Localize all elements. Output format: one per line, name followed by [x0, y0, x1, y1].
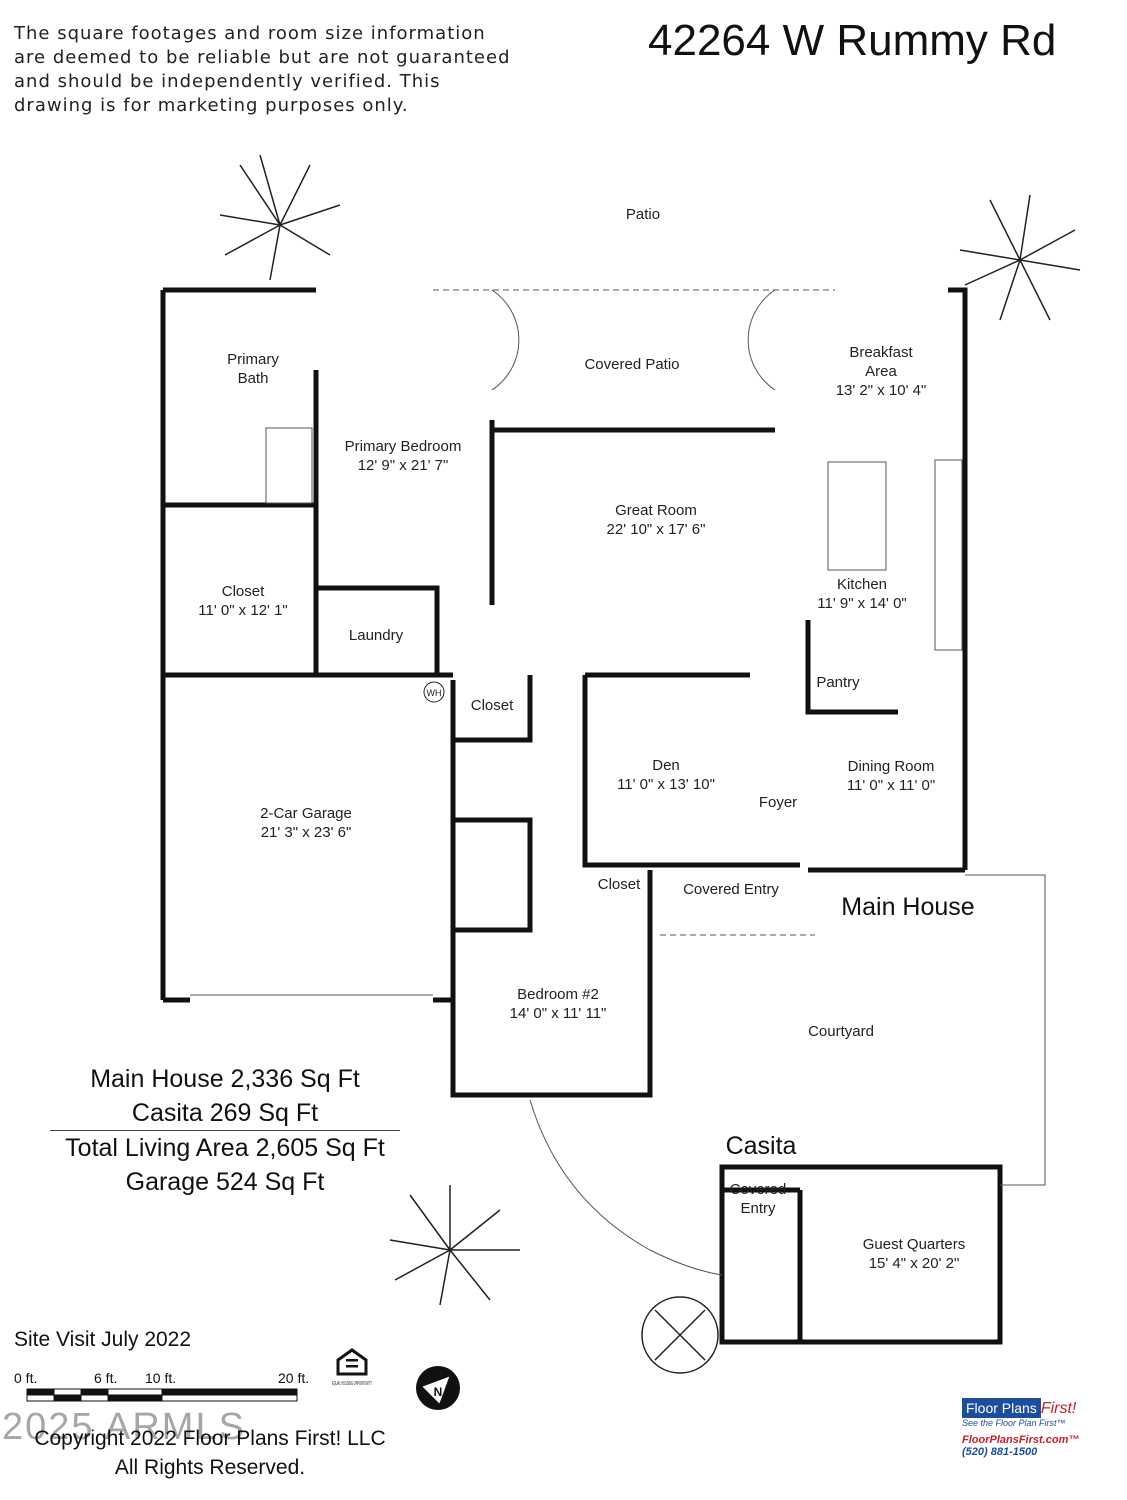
logo-first: First! [1040, 1400, 1077, 1417]
kitchen-label: Kitchen [837, 576, 887, 593]
courtyard-label: Courtyard [808, 1023, 874, 1040]
area-summary: Main House 2,336 Sq Ft Casita 269 Sq Ft … [30, 1062, 420, 1199]
dining-room-label: Dining Room [848, 758, 935, 775]
casita-label: Casita [726, 1132, 797, 1160]
bedroom2-size: 14' 0" x 11' 11" [510, 1005, 607, 1022]
area-total: Total Living Area 2,605 Sq Ft [65, 1134, 385, 1162]
disclaimer-line: drawing is for marketing purposes only. [14, 95, 409, 116]
disclaimer-line: The square footages and room size inform… [14, 23, 486, 44]
patio-label: Patio [626, 206, 660, 223]
foyer-label: Foyer [759, 794, 797, 811]
site-visit: Site Visit July 2022 [14, 1328, 192, 1351]
guest-quarters-label: Guest Quarters [863, 1236, 966, 1253]
logo-name: Floor Plans [962, 1398, 1041, 1418]
north-compass-icon: N [416, 1366, 460, 1410]
main-house-label: Main House [841, 893, 974, 921]
logo-phone: (520) 881-1500 [962, 1446, 1038, 1458]
water-heater-label: WH [427, 688, 442, 698]
primary-bedroom-label: Primary Bedroom [345, 438, 462, 455]
water-heater-icon [423, 681, 445, 703]
den-size: 11' 0" x 13' 10" [617, 776, 715, 793]
hall-closet-label: Closet [471, 697, 514, 714]
area-main-house: Main House 2,336 Sq Ft [90, 1065, 360, 1093]
great-room-label: Great Room [615, 502, 697, 519]
copyright-line: Copyright 2022 Floor Plans First! LLC [34, 1427, 386, 1450]
equal-housing-icon: EQUAL HOUSING OPPORTUNITY [332, 1348, 372, 1387]
closet-size: 11' 0" x 12' 1" [198, 602, 288, 619]
disclaimer-line: and should be independently verified. Th… [14, 71, 441, 92]
kitchen-size: 11' 9" x 14' 0" [817, 595, 907, 612]
guest-quarters-size: 15' 4" x 20' 2" [869, 1255, 960, 1272]
logo-tagline: See the Floor Plan First™ [962, 1418, 1066, 1428]
garage-label: 2-Car Garage [260, 805, 352, 822]
area-casita: Casita 269 Sq Ft [50, 1096, 400, 1131]
entry-closet-label: Closet [598, 876, 641, 893]
scale-label: 10 ft. [145, 1370, 177, 1386]
primary-bath-label: Primary [227, 351, 279, 368]
laundry-label: Laundry [349, 627, 404, 644]
disclaimer: The square footages and room size inform… [14, 22, 511, 118]
closet-label: Closet [222, 583, 265, 600]
primary-bath-label: Bath [238, 370, 269, 387]
primary-bedroom-size: 12' 9" x 21' 7" [358, 457, 449, 474]
dining-room-size: 11' 0" x 11' 0" [847, 777, 935, 794]
palm-tree-icon [219, 154, 1081, 1374]
property-address: 42264 W Rummy Rd [648, 16, 1057, 65]
covered-patio-label: Covered Patio [584, 356, 679, 373]
breakfast-label: Area [865, 363, 897, 380]
scale-label: 20 ft. [278, 1370, 310, 1386]
breakfast-label: Breakfast [849, 344, 913, 361]
breakfast-size: 13' 2" x 10' 4" [836, 382, 927, 399]
garage-size: 21' 3" x 23' 6" [261, 824, 352, 841]
den-label: Den [652, 757, 680, 774]
bedroom2-label: Bedroom #2 [517, 986, 599, 1003]
scale-label: 6 ft. [94, 1370, 118, 1386]
walls [160, 287, 1003, 1345]
covered-entry-label: Covered Entry [683, 881, 779, 898]
area-garage: Garage 524 Sq Ft [125, 1168, 325, 1196]
copyright: Copyright 2022 Floor Plans First! LLC Al… [0, 1424, 420, 1482]
casita-entry-label: Entry [740, 1200, 776, 1217]
casita-entry-label: Covered [730, 1181, 787, 1198]
compass-label: N [434, 1385, 443, 1399]
disclaimer-line: are deemed to be reliable but are not gu… [14, 47, 511, 68]
scale-bar [26, 1388, 298, 1402]
logo-url[interactable]: FloorPlansFirst.com™ [962, 1434, 1080, 1446]
watermark: 2025 ARMLS [2, 1406, 246, 1448]
great-room-size: 22' 10" x 17' 6" [607, 521, 706, 538]
fixtures [190, 289, 1046, 1276]
pantry-label: Pantry [816, 674, 860, 691]
copyright-line: All Rights Reserved. [114, 1456, 306, 1479]
scale-label: 0 ft. [14, 1370, 38, 1386]
equal-housing-label: EQUAL HOUSING OPPORTUNITY [332, 1381, 372, 1387]
